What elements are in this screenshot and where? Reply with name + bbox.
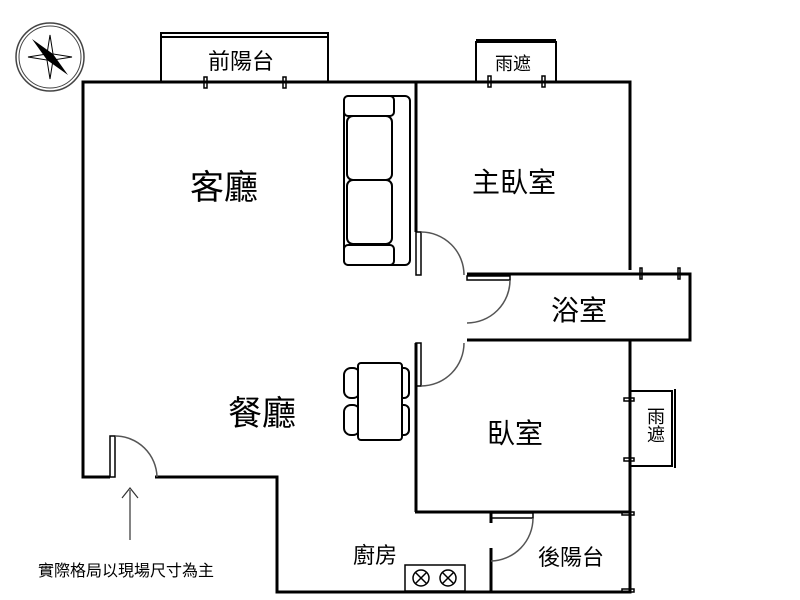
doors	[109, 231, 534, 562]
rain-shelter-top	[475, 39, 557, 88]
dining-room-label: 餐廳	[228, 394, 296, 434]
entrance-arrow-icon	[121, 487, 139, 540]
master-bedroom-label: 主臥室	[472, 166, 557, 199]
stove-icon	[404, 564, 466, 592]
back-balcony-label: 後陽台	[538, 546, 605, 571]
sofa-icon	[343, 95, 411, 266]
bathroom-label: 浴室	[551, 294, 608, 327]
walls	[81, 80, 692, 594]
disclaimer-note: 實際格局以現場尺寸為主	[38, 561, 215, 580]
compass-icon	[15, 22, 85, 92]
front-balcony-label: 前陽台	[208, 50, 275, 75]
rain-shelter-right	[621, 267, 681, 593]
front-balcony	[160, 32, 329, 89]
rain-shelter-right-label: 雨遮	[644, 407, 665, 443]
dining-table-icon	[343, 362, 410, 441]
kitchen-label: 廚房	[353, 544, 398, 569]
bedroom-label: 臥室	[487, 417, 544, 450]
living-room-label: 客廳	[190, 168, 258, 208]
rain-shelter-top-label: 雨遮	[495, 54, 531, 75]
